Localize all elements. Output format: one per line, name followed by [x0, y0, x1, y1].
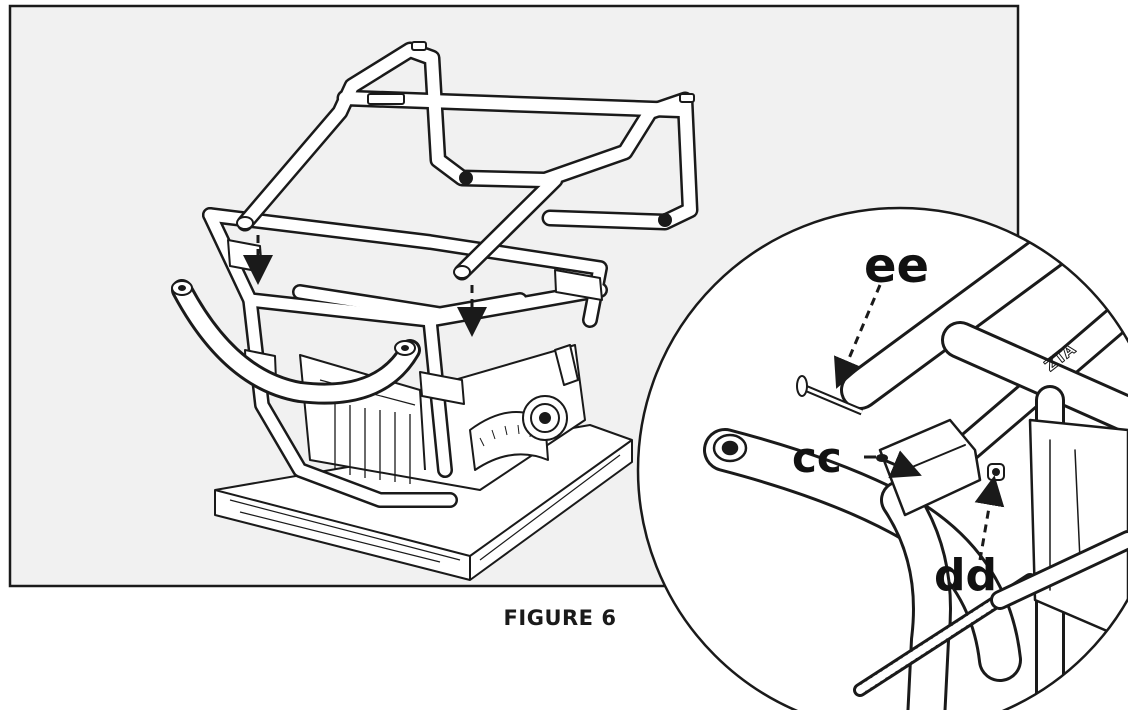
nut-part [987, 463, 1005, 481]
callout-dd: dd [934, 550, 997, 601]
upper-stand-frame [236, 41, 699, 281]
callout-arrows [834, 284, 1005, 561]
figure-caption: FIGURE 6 [503, 606, 617, 630]
callout-ee: ee [864, 238, 929, 294]
front-curved-handle [171, 279, 421, 405]
pin-part [796, 375, 864, 416]
detail-magnifier: ZTA [636, 206, 1128, 710]
callout-cc: cc [792, 433, 842, 482]
placement-arrows [243, 235, 487, 337]
